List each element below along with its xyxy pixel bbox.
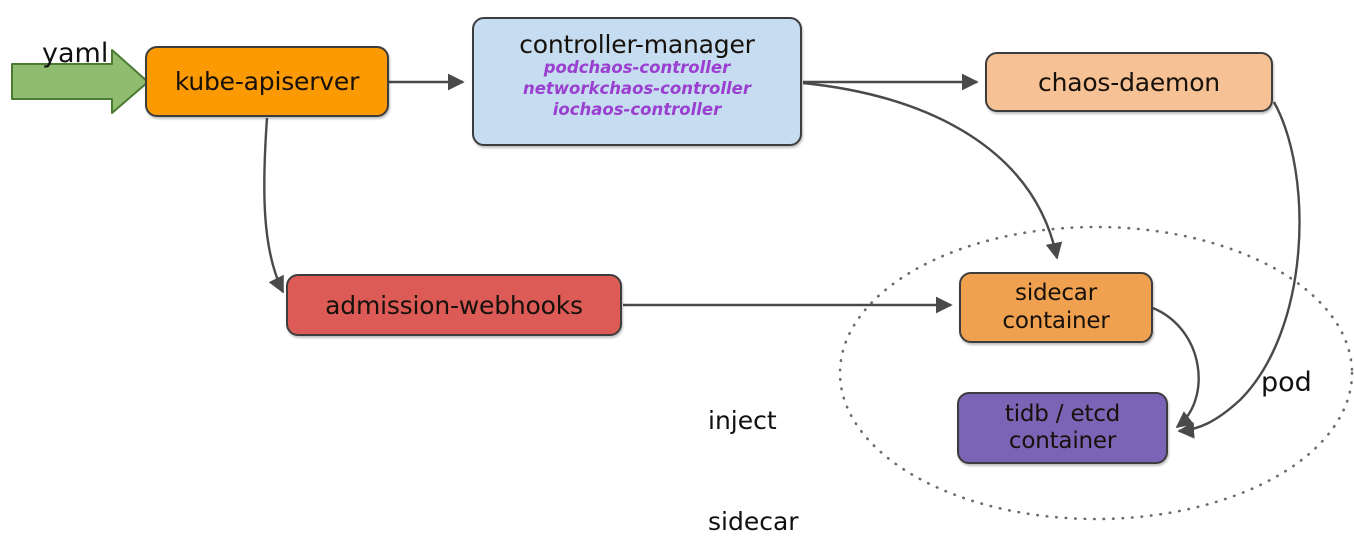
edge-sidecar-to-tidb-etcd <box>1152 306 1200 429</box>
inject-sidecar-label-line1: inject <box>708 406 777 435</box>
node-kube-apiserver[interactable]: kube-apiserver <box>145 46 389 117</box>
pod-group-ellipse <box>838 225 1354 521</box>
controller-networkchaos-label: networkchaos-controller <box>522 78 752 98</box>
node-tidb-etcd-container-label-line1: tidb / etcd <box>1004 400 1121 427</box>
edge-controller-manager-to-sidecar <box>802 81 1063 260</box>
pod-group-label: pod <box>1261 367 1312 398</box>
node-chaos-daemon[interactable]: chaos-daemon <box>985 52 1273 112</box>
controller-iochaos-label: iochaos-controller <box>552 99 722 119</box>
node-sidecar-container-label-line2: container <box>1002 307 1110 334</box>
yaml-input-arrow <box>11 49 149 114</box>
node-tidb-etcd-container-label-line2: container <box>1008 428 1117 454</box>
node-sidecar-container[interactable]: sidecar container <box>959 272 1153 343</box>
node-controller-manager[interactable]: controller-manager podchaos-controller n… <box>472 17 802 146</box>
node-chaos-daemon-label: chaos-daemon <box>1038 67 1220 97</box>
edge-chaos-daemon-to-tidb-etcd <box>1177 101 1301 439</box>
node-controller-manager-label: controller-manager <box>519 30 755 59</box>
node-admission-webhooks[interactable]: admission-webhooks <box>286 274 622 336</box>
node-kube-apiserver-label: kube-apiserver <box>174 67 360 96</box>
controller-podchaos-label: podchaos-controller <box>543 58 731 77</box>
inject-sidecar-label-line2: sidecar <box>708 506 799 536</box>
node-sidecar-container-label-line1: sidecar <box>1015 280 1097 307</box>
node-tidb-etcd-container[interactable]: tidb / etcd container <box>957 392 1168 464</box>
node-admission-webhooks-label: admission-webhooks <box>325 290 583 320</box>
yaml-label: yaml <box>42 38 109 69</box>
edge-apiserver-to-admission-webhooks <box>263 117 285 294</box>
inject-sidecar-label: inject sidecar <box>708 337 799 537</box>
